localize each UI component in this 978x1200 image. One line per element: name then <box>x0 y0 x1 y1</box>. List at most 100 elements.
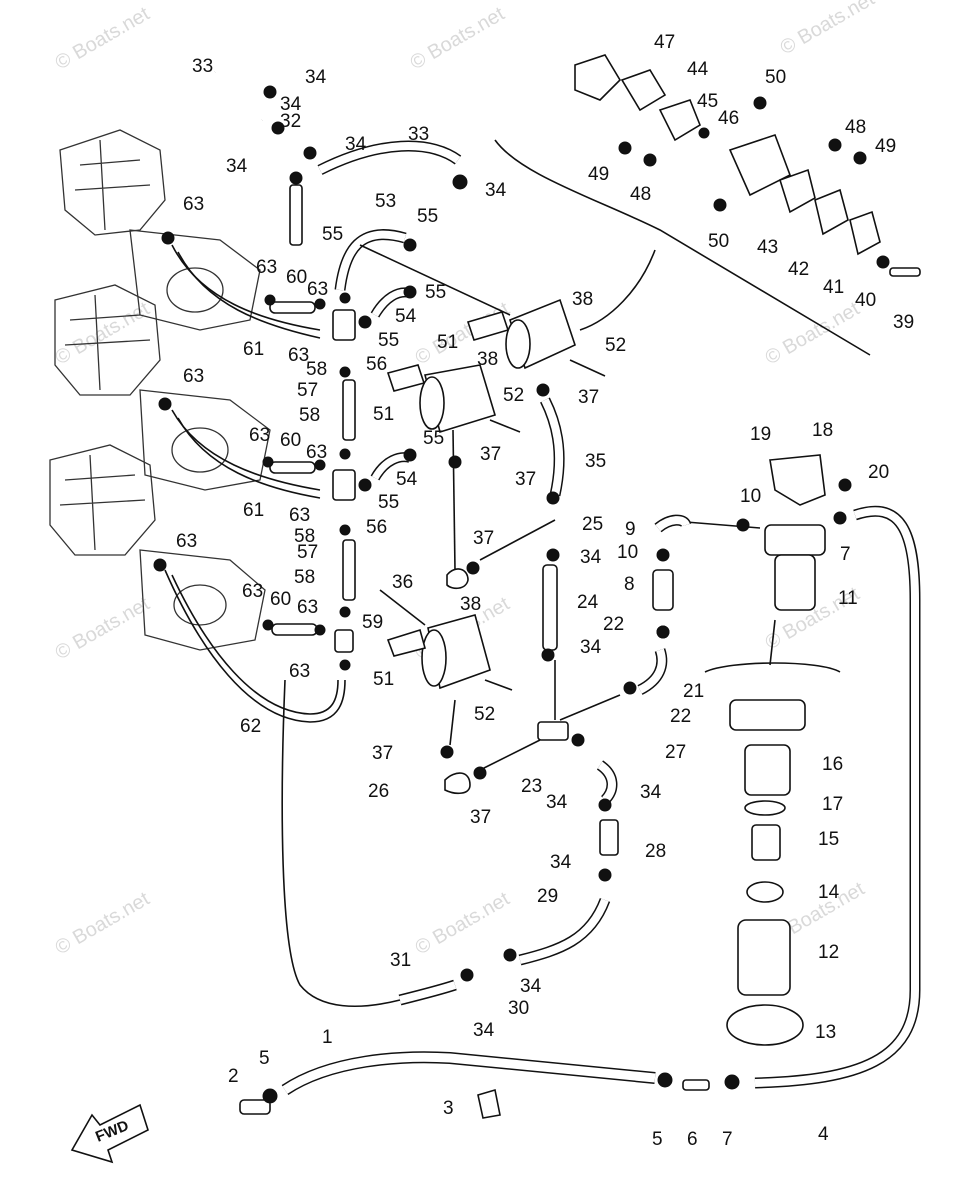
callout-14: 14 <box>818 882 840 903</box>
callout-5: 5 <box>259 1048 270 1069</box>
callout-7: 7 <box>722 1129 733 1150</box>
callout-47: 47 <box>654 32 675 53</box>
callout-23: 23 <box>521 776 542 797</box>
callout-63: 63 <box>183 366 204 387</box>
callout-37: 37 <box>578 387 599 408</box>
callout-55: 55 <box>378 492 399 513</box>
callout-52: 52 <box>605 335 626 356</box>
watermark: © Boats.net <box>52 888 154 960</box>
callout-57: 57 <box>297 380 318 401</box>
callout-57: 57 <box>297 542 318 563</box>
callout-63: 63 <box>183 194 204 215</box>
callout-62: 62 <box>240 716 261 737</box>
watermark: © Boats.net <box>52 3 154 75</box>
callout-3: 3 <box>443 1098 454 1119</box>
callout-21: 21 <box>683 681 704 702</box>
callout-18: 18 <box>812 420 833 441</box>
callout-50: 50 <box>708 231 729 252</box>
callout-27: 27 <box>665 742 686 763</box>
watermark: © Boats.net <box>407 3 509 75</box>
callout-34: 34 <box>473 1020 495 1041</box>
callout-59: 59 <box>362 612 383 633</box>
callout-28: 28 <box>645 841 666 862</box>
expanded-filter-parts <box>726 699 806 1046</box>
callout-13: 13 <box>815 1022 836 1043</box>
callout-51: 51 <box>437 332 458 353</box>
callout-60: 60 <box>286 267 307 288</box>
callout-36: 36 <box>392 572 413 593</box>
callout-20: 20 <box>868 462 889 483</box>
callout-55: 55 <box>322 224 343 245</box>
callout-50: 50 <box>765 67 786 88</box>
callout-63: 63 <box>176 531 197 552</box>
callout-48: 48 <box>845 117 866 138</box>
callout-30: 30 <box>508 998 529 1019</box>
fuel-pump-top <box>505 298 576 370</box>
watermark: © Boats.net <box>52 593 154 665</box>
fuel-pump-bottom <box>421 614 491 690</box>
carburetor-sketches <box>49 129 271 651</box>
callout-38: 38 <box>460 594 481 615</box>
callout-34: 34 <box>226 156 248 177</box>
callout-2: 2 <box>228 1066 239 1087</box>
callout-37: 37 <box>372 743 393 764</box>
callout-63: 63 <box>242 581 263 602</box>
callout-49: 49 <box>588 164 609 185</box>
tee-fittings <box>332 292 356 671</box>
callout-19: 19 <box>750 424 771 445</box>
callout-34: 34 <box>640 782 662 803</box>
callout-34: 34 <box>550 852 572 873</box>
callout-58: 58 <box>299 405 320 426</box>
callout-34: 34 <box>280 94 302 115</box>
watermark: © Boats.net <box>777 0 879 59</box>
callout-63: 63 <box>289 661 310 682</box>
watermark: © Boats.net <box>52 298 154 370</box>
callout-54: 54 <box>396 469 418 490</box>
callout-44: 44 <box>687 59 709 80</box>
callout-25: 25 <box>582 514 603 535</box>
callout-38: 38 <box>477 349 498 370</box>
callout-34: 34 <box>485 180 507 201</box>
callout-26: 26 <box>368 781 389 802</box>
callout-53: 53 <box>375 191 396 212</box>
callout-60: 60 <box>270 589 291 610</box>
callout-58: 58 <box>294 567 315 588</box>
callout-22: 22 <box>603 614 624 635</box>
callout-33: 33 <box>408 124 429 145</box>
callout-43: 43 <box>757 237 778 258</box>
callout-7: 7 <box>840 544 851 565</box>
callout-34: 34 <box>520 976 542 997</box>
callout-55: 55 <box>378 330 399 351</box>
callout-60: 60 <box>280 430 301 451</box>
callout-6: 6 <box>687 1129 698 1150</box>
callout-51: 51 <box>373 669 394 690</box>
callout-49: 49 <box>875 136 896 157</box>
callout-55: 55 <box>425 282 446 303</box>
callout-39: 39 <box>893 312 914 333</box>
callout-45: 45 <box>697 91 718 112</box>
callout-63: 63 <box>256 257 277 278</box>
callout-24: 24 <box>577 592 599 613</box>
callout-11: 11 <box>838 588 858 609</box>
callout-58: 58 <box>306 359 327 380</box>
fuel-pump-middle <box>419 364 496 434</box>
callout-37: 37 <box>515 469 536 490</box>
callout-12: 12 <box>818 942 839 963</box>
callout-48: 48 <box>630 184 651 205</box>
callout-9: 9 <box>625 519 636 540</box>
callout-34: 34 <box>580 547 602 568</box>
callout-63: 63 <box>288 345 309 366</box>
callout-63: 63 <box>297 597 318 618</box>
callout-34: 34 <box>546 792 568 813</box>
callout-16: 16 <box>822 754 843 775</box>
callout-42: 42 <box>788 259 809 280</box>
callout-10: 10 <box>740 486 761 507</box>
callout-34: 34 <box>580 637 602 658</box>
callout-46: 46 <box>718 108 739 129</box>
callout-55: 55 <box>417 206 438 227</box>
watermark: © Boats.net <box>412 888 514 960</box>
callout-22: 22 <box>670 706 691 727</box>
clamps <box>153 85 867 982</box>
fwd-arrow: FWD <box>70 1103 149 1164</box>
